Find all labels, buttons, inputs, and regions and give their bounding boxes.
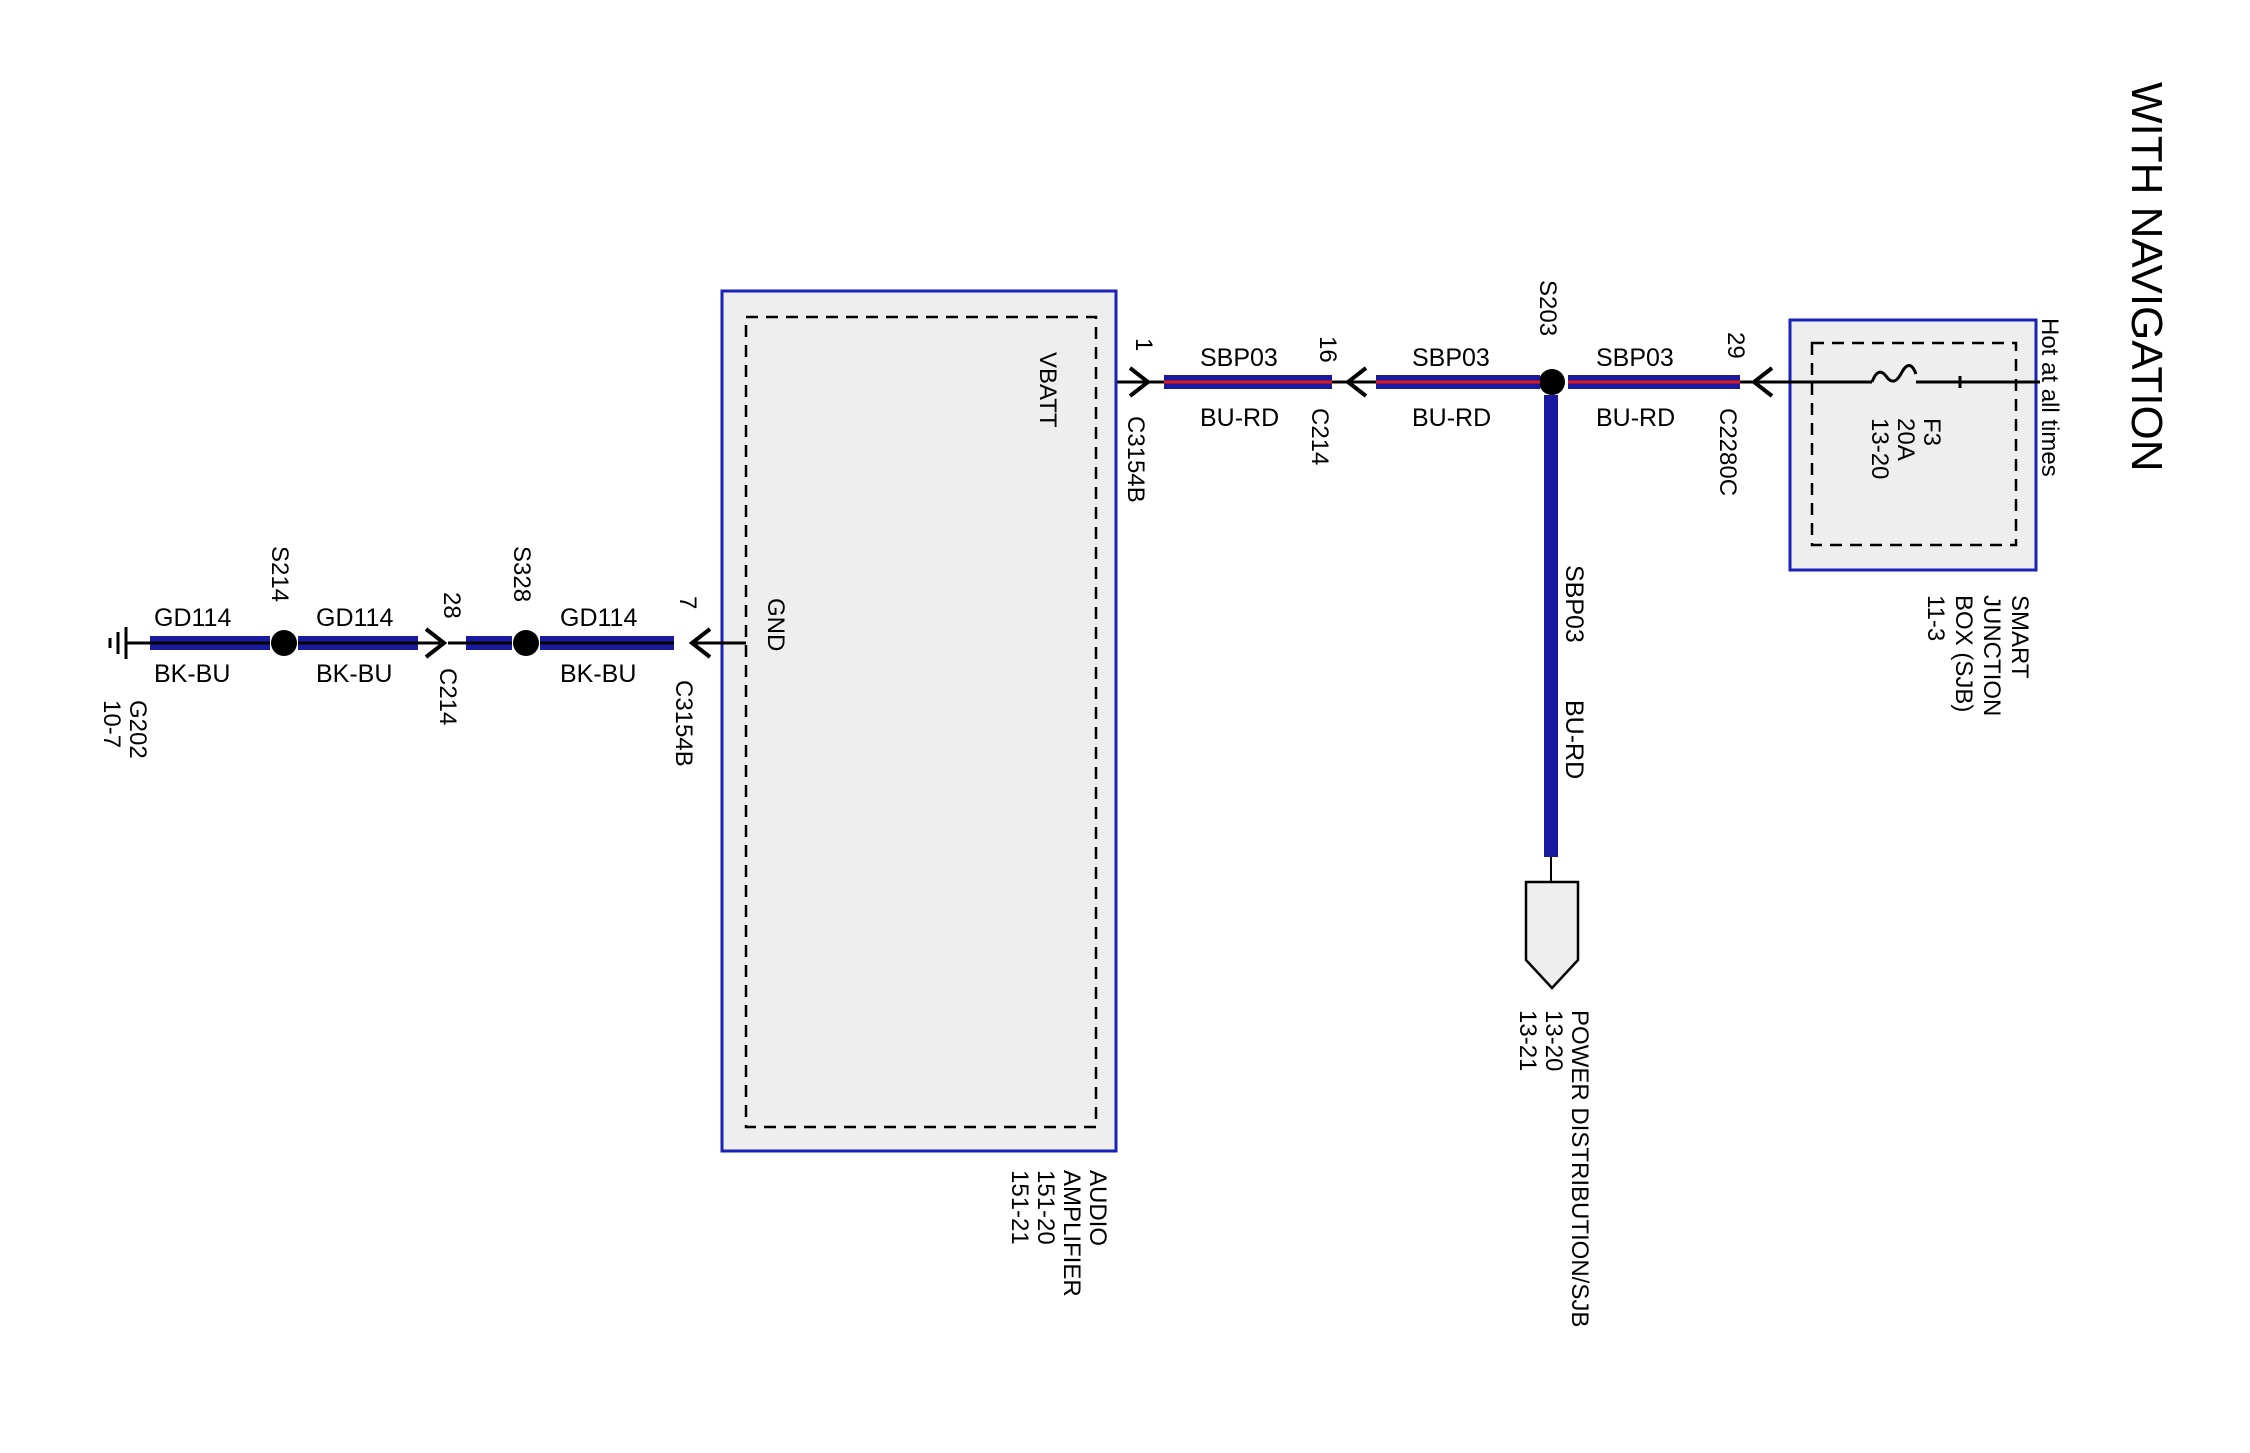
ground-g202-label: G202 bbox=[124, 700, 151, 759]
power-distribution-label: POWER DISTRIBUTION/SJB 13-20 13-21 bbox=[1514, 1010, 1593, 1327]
wire-gnd-c214-to-s214-circuit: GD114 bbox=[316, 604, 393, 632]
svg-text:F3: F3 bbox=[1918, 418, 1945, 446]
wire-sjb-to-s203-circuit: SBP03 bbox=[1596, 344, 1674, 372]
wire-s203-to-c214-color: BU-RD bbox=[1412, 404, 1491, 432]
svg-text:151-20: 151-20 bbox=[1032, 1170, 1059, 1245]
connector-c3154b-power-label: C3154B bbox=[1122, 416, 1149, 503]
sjb-name-label: SMART JUNCTION BOX (SJB) 11-3 bbox=[1922, 595, 2033, 716]
splice-s203 bbox=[1539, 369, 1565, 395]
connector-c214-power-pin: 16 bbox=[1314, 336, 1341, 363]
svg-text:AMPLIFIER: AMPLIFIER bbox=[1058, 1170, 1085, 1297]
wire-gnd-c214-to-s214-color: BK-BU bbox=[316, 660, 392, 688]
wire-c214-to-amp-color: BU-RD bbox=[1200, 404, 1279, 432]
splice-s214 bbox=[271, 630, 297, 656]
svg-text:11-3: 11-3 bbox=[1922, 595, 1949, 641]
wire-s203-down-color: BU-RD bbox=[1560, 700, 1588, 779]
svg-text:POWER DISTRIBUTION/SJB: POWER DISTRIBUTION/SJB bbox=[1566, 1010, 1593, 1327]
connector-c3154b-gnd-pin: 7 bbox=[674, 596, 701, 609]
splice-s328-label: S328 bbox=[508, 546, 535, 602]
fuse-f3 bbox=[1760, 364, 2040, 388]
wire-s203-to-c214 bbox=[1376, 375, 1540, 389]
connector-c214-power-label: C214 bbox=[1306, 408, 1333, 465]
audio-amplifier-box bbox=[720, 289, 1118, 1153]
connector-c3154b-gnd-label: C3154B bbox=[670, 680, 697, 767]
connector-c214-gnd-arrow bbox=[424, 627, 448, 659]
svg-text:AUDIO: AUDIO bbox=[1084, 1170, 1111, 1246]
svg-text:SMART: SMART bbox=[2006, 595, 2033, 679]
amplifier-gnd-label: GND bbox=[762, 598, 789, 651]
wire-gnd-amp-to-s328-color: BK-BU bbox=[560, 660, 636, 688]
smart-junction-box bbox=[1788, 318, 2038, 572]
wire-gnd-s214-to-ground-color: BK-BU bbox=[154, 660, 230, 688]
wire-gnd-amp-to-s328 bbox=[540, 636, 674, 650]
fuse-f3-label: F3 20A 13-20 bbox=[1866, 418, 1945, 479]
svg-text:13-21: 13-21 bbox=[1514, 1010, 1541, 1071]
wire-gnd-s214-to-ground-circuit: GD114 bbox=[154, 604, 231, 632]
svg-text:13-20: 13-20 bbox=[1866, 418, 1893, 479]
svg-text:13-20: 13-20 bbox=[1540, 1010, 1567, 1071]
diagram-title: WITH NAVIGATION bbox=[2122, 82, 2171, 471]
splice-s214-label: S214 bbox=[266, 546, 293, 602]
connector-c214-gnd-label: C214 bbox=[434, 668, 461, 725]
connector-c3154b-power-pin: 1 bbox=[1130, 338, 1157, 351]
svg-text:BOX (SJB): BOX (SJB) bbox=[1950, 595, 1977, 712]
wire-sjb-to-s203-color: BU-RD bbox=[1596, 404, 1675, 432]
wire-s203-down bbox=[1544, 395, 1558, 857]
splice-s328 bbox=[513, 630, 539, 656]
svg-text:151-21: 151-21 bbox=[1006, 1170, 1033, 1245]
power-distribution-connector-icon bbox=[1524, 880, 1580, 990]
connector-c214-gnd-pin: 28 bbox=[438, 592, 465, 619]
hot-at-all-times-label: Hot at all times bbox=[2036, 318, 2063, 477]
wire-c214-to-amp bbox=[1164, 375, 1332, 389]
splice-s203-label: S203 bbox=[1534, 280, 1561, 336]
connector-c2280c-label: C2280C bbox=[1714, 408, 1741, 496]
svg-text:JUNCTION: JUNCTION bbox=[1978, 595, 2005, 716]
wire-s328-to-c214-segment bbox=[448, 636, 512, 650]
svg-text:20A: 20A bbox=[1892, 418, 1919, 461]
wire-sjb-to-s203 bbox=[1568, 375, 1740, 389]
wire-c214-to-amp-circuit: SBP03 bbox=[1200, 344, 1278, 372]
connector-c3154b-gnd-arrow bbox=[688, 627, 712, 659]
wire-gnd-c214-to-s214 bbox=[298, 636, 440, 650]
connector-c2280c-pin: 29 bbox=[1722, 332, 1749, 359]
amplifier-vbatt-label: VBATT bbox=[1034, 352, 1061, 428]
ground-icon bbox=[108, 627, 128, 659]
connector-c3154b-power-arrow bbox=[1128, 366, 1152, 398]
ground-g202-ref: 10-7 bbox=[98, 700, 125, 748]
wire-s203-to-c214-circuit: SBP03 bbox=[1412, 344, 1490, 372]
wire-gnd-s214-to-ground bbox=[126, 636, 270, 650]
wire-s203-down-circuit: SBP03 bbox=[1560, 565, 1588, 643]
wire-gnd-amp-to-s328-circuit: GD114 bbox=[560, 604, 637, 632]
audio-amplifier-name-label: AUDIO AMPLIFIER 151-20 151-21 bbox=[1006, 1170, 1111, 1297]
